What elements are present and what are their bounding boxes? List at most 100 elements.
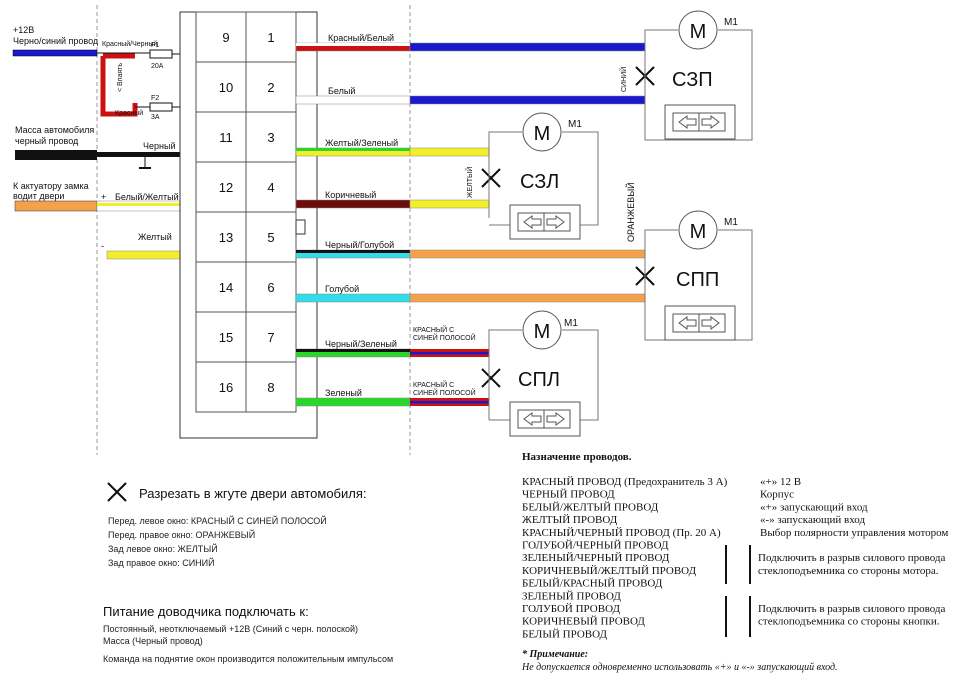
motor-spl-glyph: M <box>534 321 551 343</box>
wire-label: Желтый/Зеленый <box>325 138 398 148</box>
wire-label: Черный/Голубой <box>325 240 394 250</box>
pin-right-5: 5 <box>267 230 274 245</box>
cut-line-4: Зад правое окно: СИНИЙ <box>108 557 215 568</box>
wire-label: Коричневый <box>325 190 376 200</box>
label-minus: - <box>101 241 104 251</box>
wire-segment-right <box>409 147 490 157</box>
wire-black-to-pin11 <box>97 152 196 157</box>
motor-spp-circle <box>678 210 718 250</box>
power-title: Питание доводчика подключать к: <box>103 604 309 619</box>
motor-spp-housing <box>644 229 753 341</box>
wire-stripe-blue <box>410 401 489 404</box>
wire-segment-left <box>295 199 411 209</box>
label-plus: + <box>101 192 106 202</box>
wire-label: Голубой <box>325 284 359 294</box>
wire-segment-right <box>409 95 646 105</box>
wire-label: Красный/Белый <box>328 33 394 43</box>
side-label-orange: ОРАНЖЕВЫЙ <box>625 182 636 242</box>
cut-icon <box>481 168 501 188</box>
legend-row-wire: КРАСНЫЙ/ЧЕРНЫЙ ПРОВОД (Пр. 20 А) <box>522 527 721 539</box>
pin-right-6: 6 <box>267 280 274 295</box>
legend-note-title: * Примечание: <box>522 649 588 660</box>
wire-segment-left <box>295 293 411 303</box>
pin-right-3: 3 <box>267 130 274 145</box>
legend-row-wire: ГОЛУБОЙ/ЧЕРНЫЙ ПРОВОД <box>522 540 669 552</box>
arrow-left-icon <box>678 316 697 330</box>
side-label-redblue-2a: КРАСНЫЙ С <box>413 380 454 389</box>
wire-stripe <box>296 43 410 46</box>
connector-outline <box>179 11 318 439</box>
motor-szp-label: СЗП <box>672 69 713 91</box>
legend-row-wire: ГОЛУБОЙ ПРОВОД <box>522 603 620 615</box>
side-label-redblue-2b: СИНЕЙ ПОЛОСОЙ <box>413 388 476 397</box>
side-label-blue: СИНИЙ <box>619 67 628 92</box>
legend-row-wire: КОРИЧНЕВЫЙ ПРОВОД <box>522 616 645 628</box>
legend-row-desc: «-» запускающий вход <box>760 514 865 526</box>
motor-unit-szp: M M1 СЗП <box>644 10 753 141</box>
legend-row-desc: Выбор полярности управления мотором <box>760 527 948 539</box>
legend-row-wire: КРАСНЫЙ ПРОВОД (Предохранитель 3 А) <box>522 476 728 488</box>
legend-note-text: Не допускается одновременно использовать… <box>521 662 838 673</box>
motor-spp-m1: M1 <box>724 217 738 228</box>
wire-actuator-input <box>14 200 98 212</box>
label-plus12v-wire: Черно/синий провод <box>13 36 99 46</box>
motor-szl-circle <box>522 112 562 152</box>
label-ground-wire: черный провод <box>15 136 79 146</box>
fuse1-label: F1 <box>151 42 159 49</box>
label-solder: < Впаять <box>117 63 124 92</box>
connector-cell-right <box>245 361 297 413</box>
label-actuator2: водит двери <box>13 191 64 201</box>
wire-segment-left <box>295 397 411 407</box>
legend-row-desc: Подключить в разрыв силового провода <box>758 603 946 615</box>
fuse1-rating: 20А <box>151 63 164 70</box>
power-line-1: Постоянный, неотключаемый +12В (Синий с … <box>103 624 358 634</box>
cut-line-1: Перед. левое окно: КРАСНЫЙ С СИНЕЙ ПОЛОС… <box>108 515 327 526</box>
label-yellow: Желтый <box>138 232 172 242</box>
pin-right-7: 7 <box>267 330 274 345</box>
arrow-left-icon <box>523 215 542 229</box>
pin-right-4: 4 <box>267 180 274 195</box>
pin-left-9: 9 <box>222 30 229 45</box>
legend-row-wire: ЗЕЛЕНЫЙ/ЧЕРНЫЙ ПРОВОД <box>522 552 670 564</box>
label-black: Черный <box>143 141 175 151</box>
cut-line-2: Перед. правое окно: ОРАНЖЕВЫЙ <box>108 529 255 540</box>
legend-row-desc: Подключить в разрыв силового провода <box>758 552 946 564</box>
motor-szl-label: СЗЛ <box>520 171 559 193</box>
motor-unit-spl: M M1 СПЛ <box>488 310 599 437</box>
pin-left-14: 14 <box>219 280 233 295</box>
label-plus12v: +12В <box>13 25 34 35</box>
motor-szp-housing <box>644 29 753 141</box>
wire-label: Белый <box>328 86 355 96</box>
wire-label: Черный/Зеленый <box>325 339 397 349</box>
pin-left-10: 10 <box>219 80 233 95</box>
wire-red-jumper <box>100 56 138 117</box>
wire-ground-input <box>15 150 97 160</box>
motor-szl-m1: M1 <box>568 119 582 130</box>
fuse2-label: F2 <box>151 95 159 102</box>
wire-stripe <box>296 250 410 253</box>
wire-stripe <box>296 148 410 151</box>
side-label-yellow: ЖЕЛТЫЙ <box>465 167 474 198</box>
side-label-redblue-1b: СИНЕЙ ПОЛОСОЙ <box>413 333 476 342</box>
legend-row-wire: ЖЕЛТЫЙ ПРОВОД <box>522 514 618 526</box>
arrow-right-icon <box>701 115 720 129</box>
motor-spp-glyph: M <box>690 221 707 243</box>
motor-szp-circle <box>678 10 718 50</box>
wire-segment-right <box>409 42 646 52</box>
cut-title: Разрезать в жгуте двери автомобиля: <box>139 486 367 501</box>
pin-left-12: 12 <box>219 180 233 195</box>
pin-left-13: 13 <box>219 230 233 245</box>
motor-szp-m1: M1 <box>724 17 738 28</box>
cut-line-3: Зад левое окно: ЖЕЛТЫЙ <box>108 543 218 554</box>
wire-segment-left <box>295 95 411 105</box>
arrow-right-icon <box>701 316 720 330</box>
cut-icon <box>481 368 501 388</box>
motor-unit-spp: M M1 СПП <box>644 210 753 341</box>
pin-left-11: 11 <box>219 130 233 145</box>
cut-icon <box>107 482 127 502</box>
wire-segment-right <box>409 293 646 303</box>
legend-title: Назначение проводов. <box>522 451 632 463</box>
arrow-left-icon <box>678 115 697 129</box>
